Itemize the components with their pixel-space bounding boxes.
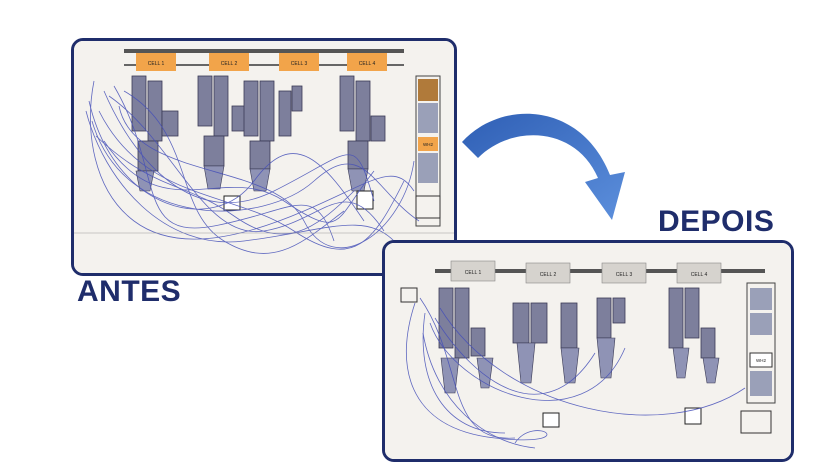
cell-label-4: CELL 4 [359, 61, 376, 67]
after-cell-label-1: CELL 1 [465, 270, 482, 276]
after-cell-box-2: CELL 2 [525, 262, 571, 284]
after-cell-box-1: CELL 1 [450, 260, 496, 282]
cell-box-4: CELL 4 [347, 53, 387, 71]
before-label: ANTES [77, 275, 182, 308]
after-layout-image: CELL 1 CELL 2 CELL 3 CELL 4 [382, 240, 794, 462]
before-layout-image: CELL 1 CELL 2 CELL 3 CELL 4 [71, 38, 457, 276]
after-cell-label-3: CELL 3 [616, 272, 633, 278]
before-floor-plan: CELL 1 CELL 2 CELL 3 CELL 4 [74, 41, 454, 273]
cell-label-3: CELL 3 [291, 61, 308, 67]
side-box-label: WH2 [423, 142, 433, 147]
after-floor-plan: CELL 1 CELL 2 CELL 3 CELL 4 [385, 243, 791, 459]
after-side-box-label: WH2 [756, 358, 766, 363]
after-cell-box-4: CELL 4 [676, 262, 722, 284]
after-label: DEPOIS [658, 205, 775, 238]
after-cell-label-4: CELL 4 [691, 272, 708, 278]
after-cell-box-3: CELL 3 [601, 262, 647, 284]
curved-arrow-icon [462, 113, 625, 220]
cell-label-2: CELL 2 [221, 61, 238, 67]
cell-label-1: CELL 1 [148, 61, 165, 67]
after-cell-label-2: CELL 2 [540, 272, 557, 278]
cell-box-1: CELL 1 [136, 53, 176, 71]
cell-box-2: CELL 2 [209, 53, 249, 71]
cell-box-3: CELL 3 [279, 53, 319, 71]
